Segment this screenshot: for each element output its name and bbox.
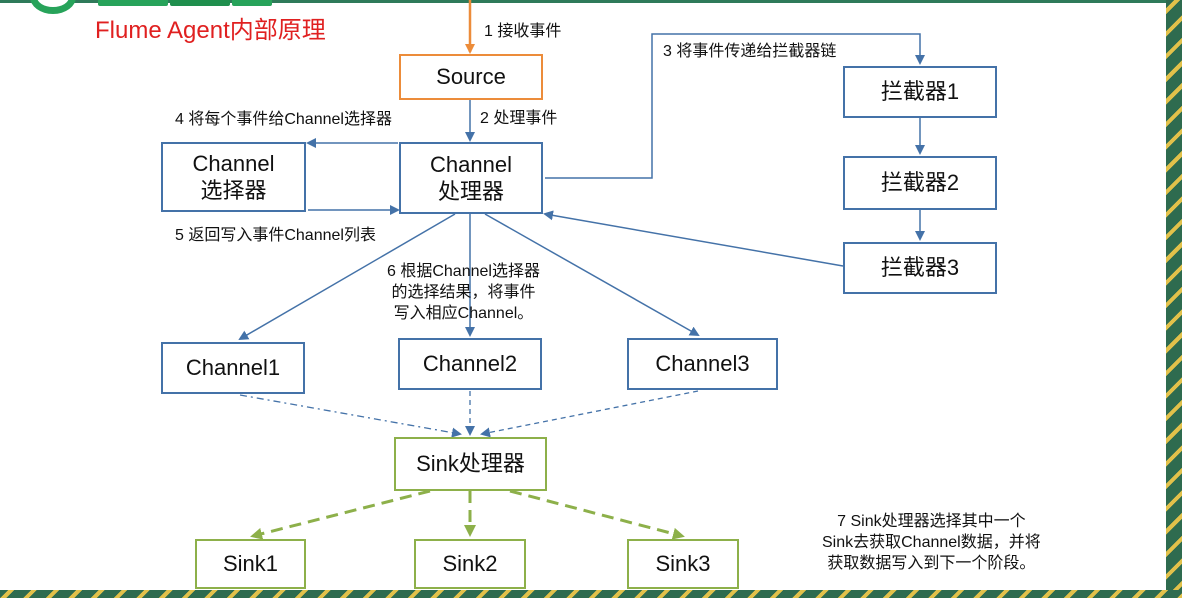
arrow-sinkprocessor-to-sink1 — [250, 489, 431, 540]
step-1-label: 1 接收事件 — [484, 23, 562, 40]
channel2-label: Channel2 — [422, 350, 518, 376]
sink-processor-label: Sink处理器 — [416, 450, 525, 476]
channel-processor-label-line2: 处理器 — [437, 179, 504, 204]
frame-top-border — [0, 0, 1182, 3]
channel2-node: Channel2 — [398, 338, 542, 390]
sink1-label: Sink1 — [222, 550, 279, 576]
step-7-line2: Sink去获取Channel数据，并将 — [822, 533, 1041, 551]
channel1-node: Channel1 — [161, 342, 305, 394]
channel3-label: Channel3 — [655, 350, 750, 376]
step-7-line1: 7 Sink处理器选择其中一个 — [837, 513, 1026, 530]
sink3-label: Sink3 — [655, 550, 711, 576]
channel-processor-label-line1: Channel — [430, 151, 512, 177]
arrow-processor-to-interceptors — [545, 33, 925, 179]
step-5-label: 5 返回写入事件Channel列表 — [175, 227, 376, 244]
channel1-label: Channel1 — [185, 354, 281, 380]
step-7-line3: 获取数据写入到下一个阶段。 — [827, 554, 1036, 572]
source-node-label: Source — [436, 63, 506, 89]
frame-right-border — [1166, 0, 1182, 598]
diagram-title: Flume Agent内部原理 — [95, 17, 326, 44]
interceptor-1-node: 拦截器1 — [843, 66, 997, 118]
step-3-label: 3 将事件传递给拦截器链 — [663, 43, 837, 60]
channel3-node: Channel3 — [627, 338, 778, 390]
frame-bottom-border — [0, 590, 1182, 598]
brand-logo-bar — [170, 0, 230, 6]
arrow-sinkprocessor-to-sink3 — [509, 489, 685, 540]
arrow-channel3-to-sinkprocessor — [480, 390, 699, 438]
sink-processor-node: Sink处理器 — [394, 437, 547, 491]
brand-logo-bar — [232, 0, 272, 6]
brand-logo-bar — [98, 0, 168, 6]
arrow-interceptor3-to-processor — [543, 210, 844, 267]
step-6-line1: 6 根据Channel选择器 — [387, 263, 540, 280]
step-2-label: 2 处理事件 — [480, 110, 558, 127]
step-7-label: 7 Sink处理器选择其中一个 Sink去获取Channel数据，并将 获取数据… — [822, 512, 1041, 574]
interceptor-2-label: 拦截器2 — [880, 169, 960, 195]
channel-selector-label-line1: Channel — [192, 150, 275, 176]
interceptor-2-node: 拦截器2 — [843, 156, 997, 210]
source-node: Source — [399, 54, 543, 100]
channel-processor-node: Channel 处理器 — [399, 142, 543, 214]
interceptor-1-label: 拦截器1 — [880, 78, 960, 104]
sink2-node: Sink2 — [414, 539, 526, 589]
channel-selector-node: Channel 选择器 — [161, 142, 306, 212]
step-4-label: 4 将每个事件给Channel选择器 — [175, 111, 392, 128]
sink3-node: Sink3 — [627, 539, 739, 589]
interceptor-3-node: 拦截器3 — [843, 242, 997, 294]
interceptor-3-label: 拦截器3 — [880, 254, 960, 280]
arrow-channel1-to-sinkprocessor — [239, 394, 462, 438]
arrow-processor-to-channel3 — [484, 213, 700, 336]
step-6-line2: 的选择结果，将事件 — [391, 283, 536, 301]
arrow-processor-to-channel1 — [238, 213, 456, 341]
sink1-node: Sink1 — [195, 539, 306, 589]
sink2-label: Sink2 — [442, 550, 498, 576]
step-6-line3: 写入相应Channel。 — [393, 304, 534, 322]
channel-selector-label-line2: 选择器 — [200, 178, 267, 203]
step-6-label: 6 根据Channel选择器 的选择结果，将事件 写入相应Channel。 — [387, 262, 540, 324]
